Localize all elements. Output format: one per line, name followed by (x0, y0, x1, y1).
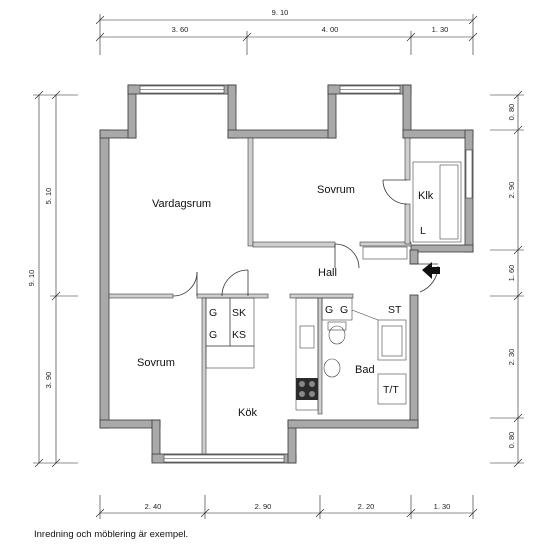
interior-walls (108, 137, 412, 455)
fixture-label-st: ST (388, 304, 402, 316)
exterior-walls (99, 84, 474, 464)
dim-bottom-2: 2. 90 (255, 502, 272, 511)
fixture-label-ks: KS (232, 329, 246, 341)
dim-top-2: 4. 00 (322, 25, 339, 34)
dim-left-2: 3. 90 (44, 372, 53, 389)
dim-right-4: 2. 30 (507, 349, 516, 366)
fixture-label-g4: G (340, 304, 348, 316)
windows (139, 85, 473, 463)
dim-right-1: 0. 80 (507, 104, 516, 121)
dim-left-1: 5. 10 (44, 188, 53, 205)
dim-bottom-1: 2. 40 (145, 502, 162, 511)
room-label-bad: Bad (355, 364, 375, 376)
disclaimer-note: Inredning och möblering är exempel. (34, 529, 189, 540)
dim-top-1: 3. 60 (172, 25, 189, 34)
dim-top-total: 9. 10 (272, 8, 289, 17)
dim-top-3: 1. 30 (432, 25, 449, 34)
dim-left-total: 9. 10 (27, 270, 36, 287)
room-label-vardagsrum: Vardagsrum (152, 198, 211, 210)
fixture-label-g1: G (209, 307, 217, 319)
dim-bottom-3: 2. 20 (358, 502, 375, 511)
wardrobe-lines (362, 161, 462, 260)
fixture-label-g3: G (325, 304, 333, 316)
kitchen-fixtures (205, 297, 353, 411)
room-label-hall: Hall (318, 267, 337, 279)
room-label-klk: Klk (418, 190, 434, 202)
dim-bottom-4: 1. 30 (434, 502, 451, 511)
fixture-label-sk: SK (232, 307, 246, 319)
room-label-sovrum-upper: Sovrum (317, 184, 355, 196)
dim-right-3: 1. 60 (507, 265, 516, 282)
doors (172, 179, 439, 297)
room-label-kok: Kök (238, 407, 257, 419)
entrance-arrow-icon (422, 262, 440, 279)
dimension-lines (33, 14, 524, 519)
dim-right-2: 2. 90 (507, 182, 516, 199)
room-label-sovrum-lower: Sovrum (137, 357, 175, 369)
fixture-label-l: L (420, 225, 426, 237)
stove-icon (296, 378, 318, 400)
fixture-label-g2: G (209, 329, 217, 341)
bathroom-fixtures (323, 309, 407, 405)
fixture-label-tt: T/T (383, 384, 399, 396)
dim-right-5: 0. 80 (507, 432, 516, 449)
dimension-labels: 9. 10 3. 60 4. 00 1. 30 2. 40 2. 90 2. 2… (27, 8, 516, 511)
